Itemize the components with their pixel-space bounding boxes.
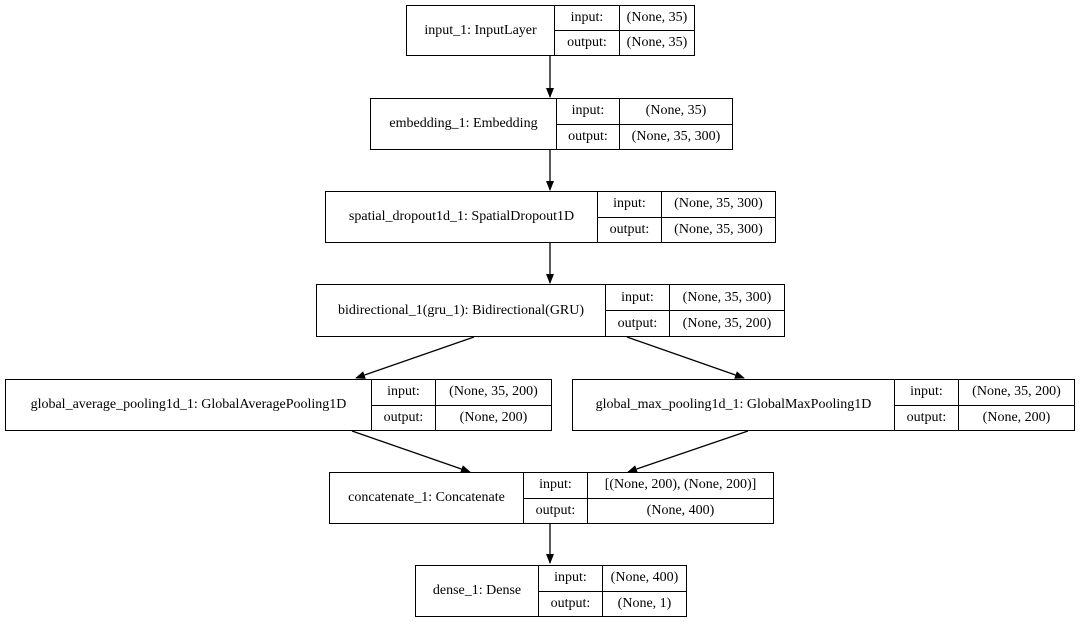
- output-shape: (None, 35): [620, 30, 694, 55]
- output-shape: (None, 35, 200): [670, 310, 784, 336]
- layer-name: concatenate_1: Concatenate: [348, 490, 505, 505]
- input-label: input:: [554, 570, 587, 586]
- edge-global-max-pooling-to-concatenate: [627, 430, 749, 473]
- input-label: input:: [387, 384, 420, 400]
- input-shape: (None, 35, 200): [972, 384, 1061, 400]
- output-label: output:: [524, 497, 587, 524]
- output-shape: (None, 35, 300): [662, 216, 775, 243]
- layer-node-global-max-pooling: global_max_pooling1d_1: GlobalMaxPooling…: [572, 379, 1075, 431]
- layer-node-input: input_1: InputLayer input: output: (None…: [406, 5, 695, 56]
- layer-io-values: (None, 35, 300) (None, 35, 300): [661, 192, 775, 242]
- edge-global-average-pooling-to-concatenate: [351, 430, 471, 473]
- layer-io-labels: input: output:: [556, 99, 619, 149]
- layer-io-labels: input: output:: [597, 192, 661, 242]
- output-label: output:: [606, 310, 669, 336]
- edge-bidirectional-to-global-average-pooling: [355, 336, 475, 379]
- output-label: output:: [539, 590, 602, 617]
- edge-bidirectional-to-global-max-pooling: [626, 336, 745, 379]
- layer-name: global_max_pooling1d_1: GlobalMaxPooling…: [595, 397, 872, 412]
- output-label: output:: [555, 30, 619, 55]
- layer-node-embedding: embedding_1: Embedding input: output: (N…: [370, 98, 733, 150]
- layer-name: embedding_1: Embedding: [389, 116, 538, 131]
- input-shape: (None, 400): [610, 570, 679, 586]
- layer-io-values: (None, 35, 200) (None, 200): [435, 380, 551, 430]
- layer-io-labels: input: output:: [523, 473, 587, 523]
- output-shape: (None, 1): [603, 590, 686, 617]
- layer-node-concatenate: concatenate_1: Concatenate input: output…: [329, 472, 774, 524]
- layer-name: spatial_dropout1d_1: SpatialDropout1D: [348, 209, 575, 224]
- output-label: output:: [557, 123, 619, 150]
- input-shape: [(None, 200), (None, 200)]: [604, 477, 757, 493]
- layer-name: dense_1: Dense: [432, 583, 522, 598]
- output-shape: (None, 400): [588, 497, 773, 524]
- input-label: input:: [570, 10, 604, 25]
- output-shape: (None, 200): [436, 404, 551, 431]
- layer-name: input_1: InputLayer: [424, 22, 537, 38]
- output-label: output:: [895, 404, 958, 431]
- layer-io-values: (None, 35) (None, 35, 300): [619, 99, 732, 149]
- layer-node-spatial-dropout: spatial_dropout1d_1: SpatialDropout1D in…: [325, 191, 776, 243]
- output-label: output:: [372, 404, 435, 431]
- input-label: input:: [571, 103, 605, 119]
- input-shape: (None, 35, 200): [449, 384, 538, 400]
- output-label: output:: [598, 216, 661, 243]
- layer-io-values: (None, 35, 200) (None, 200): [958, 380, 1074, 430]
- layer-io-values: (None, 400) (None, 1): [602, 566, 686, 616]
- layer-io-values: (None, 35) (None, 35): [619, 6, 694, 55]
- input-label: input:: [613, 196, 646, 212]
- layer-io-labels: input: output:: [605, 285, 669, 336]
- layer-node-bidirectional: bidirectional_1(gru_1): Bidirectional(GR…: [316, 284, 785, 337]
- input-shape: (None, 35): [645, 103, 707, 119]
- layer-name: bidirectional_1(gru_1): Bidirectional(GR…: [337, 302, 585, 318]
- layer-io-labels: input: output:: [538, 566, 602, 616]
- input-label: input:: [621, 289, 654, 305]
- input-label: input:: [539, 477, 572, 493]
- input-shape: (None, 35, 300): [674, 196, 763, 212]
- output-shape: (None, 35, 300): [620, 123, 732, 150]
- input-label: input:: [910, 384, 943, 400]
- layer-name: global_average_pooling1d_1: GlobalAverag…: [30, 397, 347, 412]
- input-shape: (None, 35, 300): [682, 289, 772, 305]
- layer-io-values: [(None, 200), (None, 200)] (None, 400): [587, 473, 773, 523]
- layer-io-labels: input: output:: [371, 380, 435, 430]
- layer-io-labels: input: output:: [554, 6, 619, 55]
- layer-io-values: (None, 35, 300) (None, 35, 200): [669, 285, 784, 336]
- layer-node-global-average-pooling: global_average_pooling1d_1: GlobalAverag…: [5, 379, 552, 431]
- output-shape: (None, 200): [959, 404, 1074, 431]
- layer-io-labels: input: output:: [894, 380, 958, 430]
- layer-node-dense: dense_1: Dense input: output: (None, 400…: [415, 565, 687, 617]
- input-shape: (None, 35): [626, 10, 688, 25]
